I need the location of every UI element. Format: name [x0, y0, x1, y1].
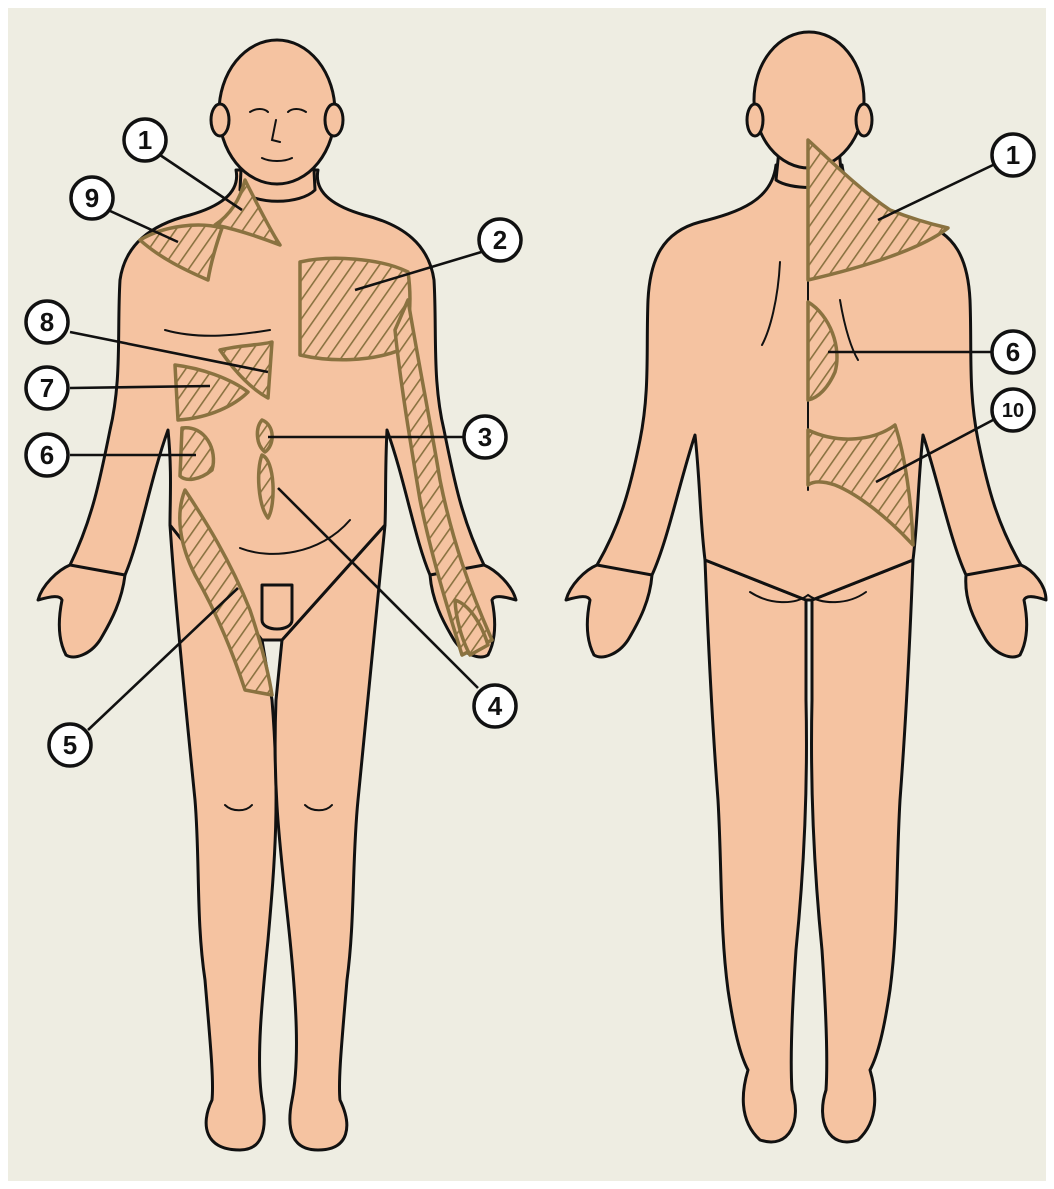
zone-left-chest: [300, 258, 410, 359]
callout-front-5: 5: [49, 724, 91, 766]
callout-front-2: 2: [479, 219, 521, 261]
svg-text:2: 2: [493, 225, 507, 255]
front-right-ear: [211, 104, 229, 136]
svg-text:3: 3: [478, 422, 492, 452]
callout-front-9: 9: [71, 177, 113, 219]
back-left-ear: [856, 104, 872, 136]
front-left-ear: [325, 104, 343, 136]
front-genitals: [262, 585, 292, 629]
callout-front-8: 8: [26, 301, 68, 343]
callout-back-10: 10: [992, 389, 1034, 431]
svg-text:1: 1: [1006, 140, 1020, 170]
svg-text:6: 6: [1006, 337, 1020, 367]
back-right-ear: [747, 104, 763, 136]
svg-text:5: 5: [63, 730, 77, 760]
front-head: [219, 40, 335, 184]
callout-front-4: 4: [474, 685, 516, 727]
svg-text:7: 7: [40, 373, 54, 403]
svg-text:1: 1: [138, 125, 152, 155]
callout-front-6: 6: [26, 434, 68, 476]
callout-back-6: 6: [992, 331, 1034, 373]
svg-text:9: 9: [85, 183, 99, 213]
svg-text:6: 6: [40, 440, 54, 470]
callout-front-3: 3: [464, 416, 506, 458]
svg-text:8: 8: [40, 307, 54, 337]
callout-front-1: 1: [124, 119, 166, 161]
callout-front-7: 7: [26, 367, 68, 409]
svg-text:10: 10: [1002, 400, 1024, 422]
callout-back-1: 1: [992, 134, 1034, 176]
svg-text:4: 4: [488, 691, 503, 721]
